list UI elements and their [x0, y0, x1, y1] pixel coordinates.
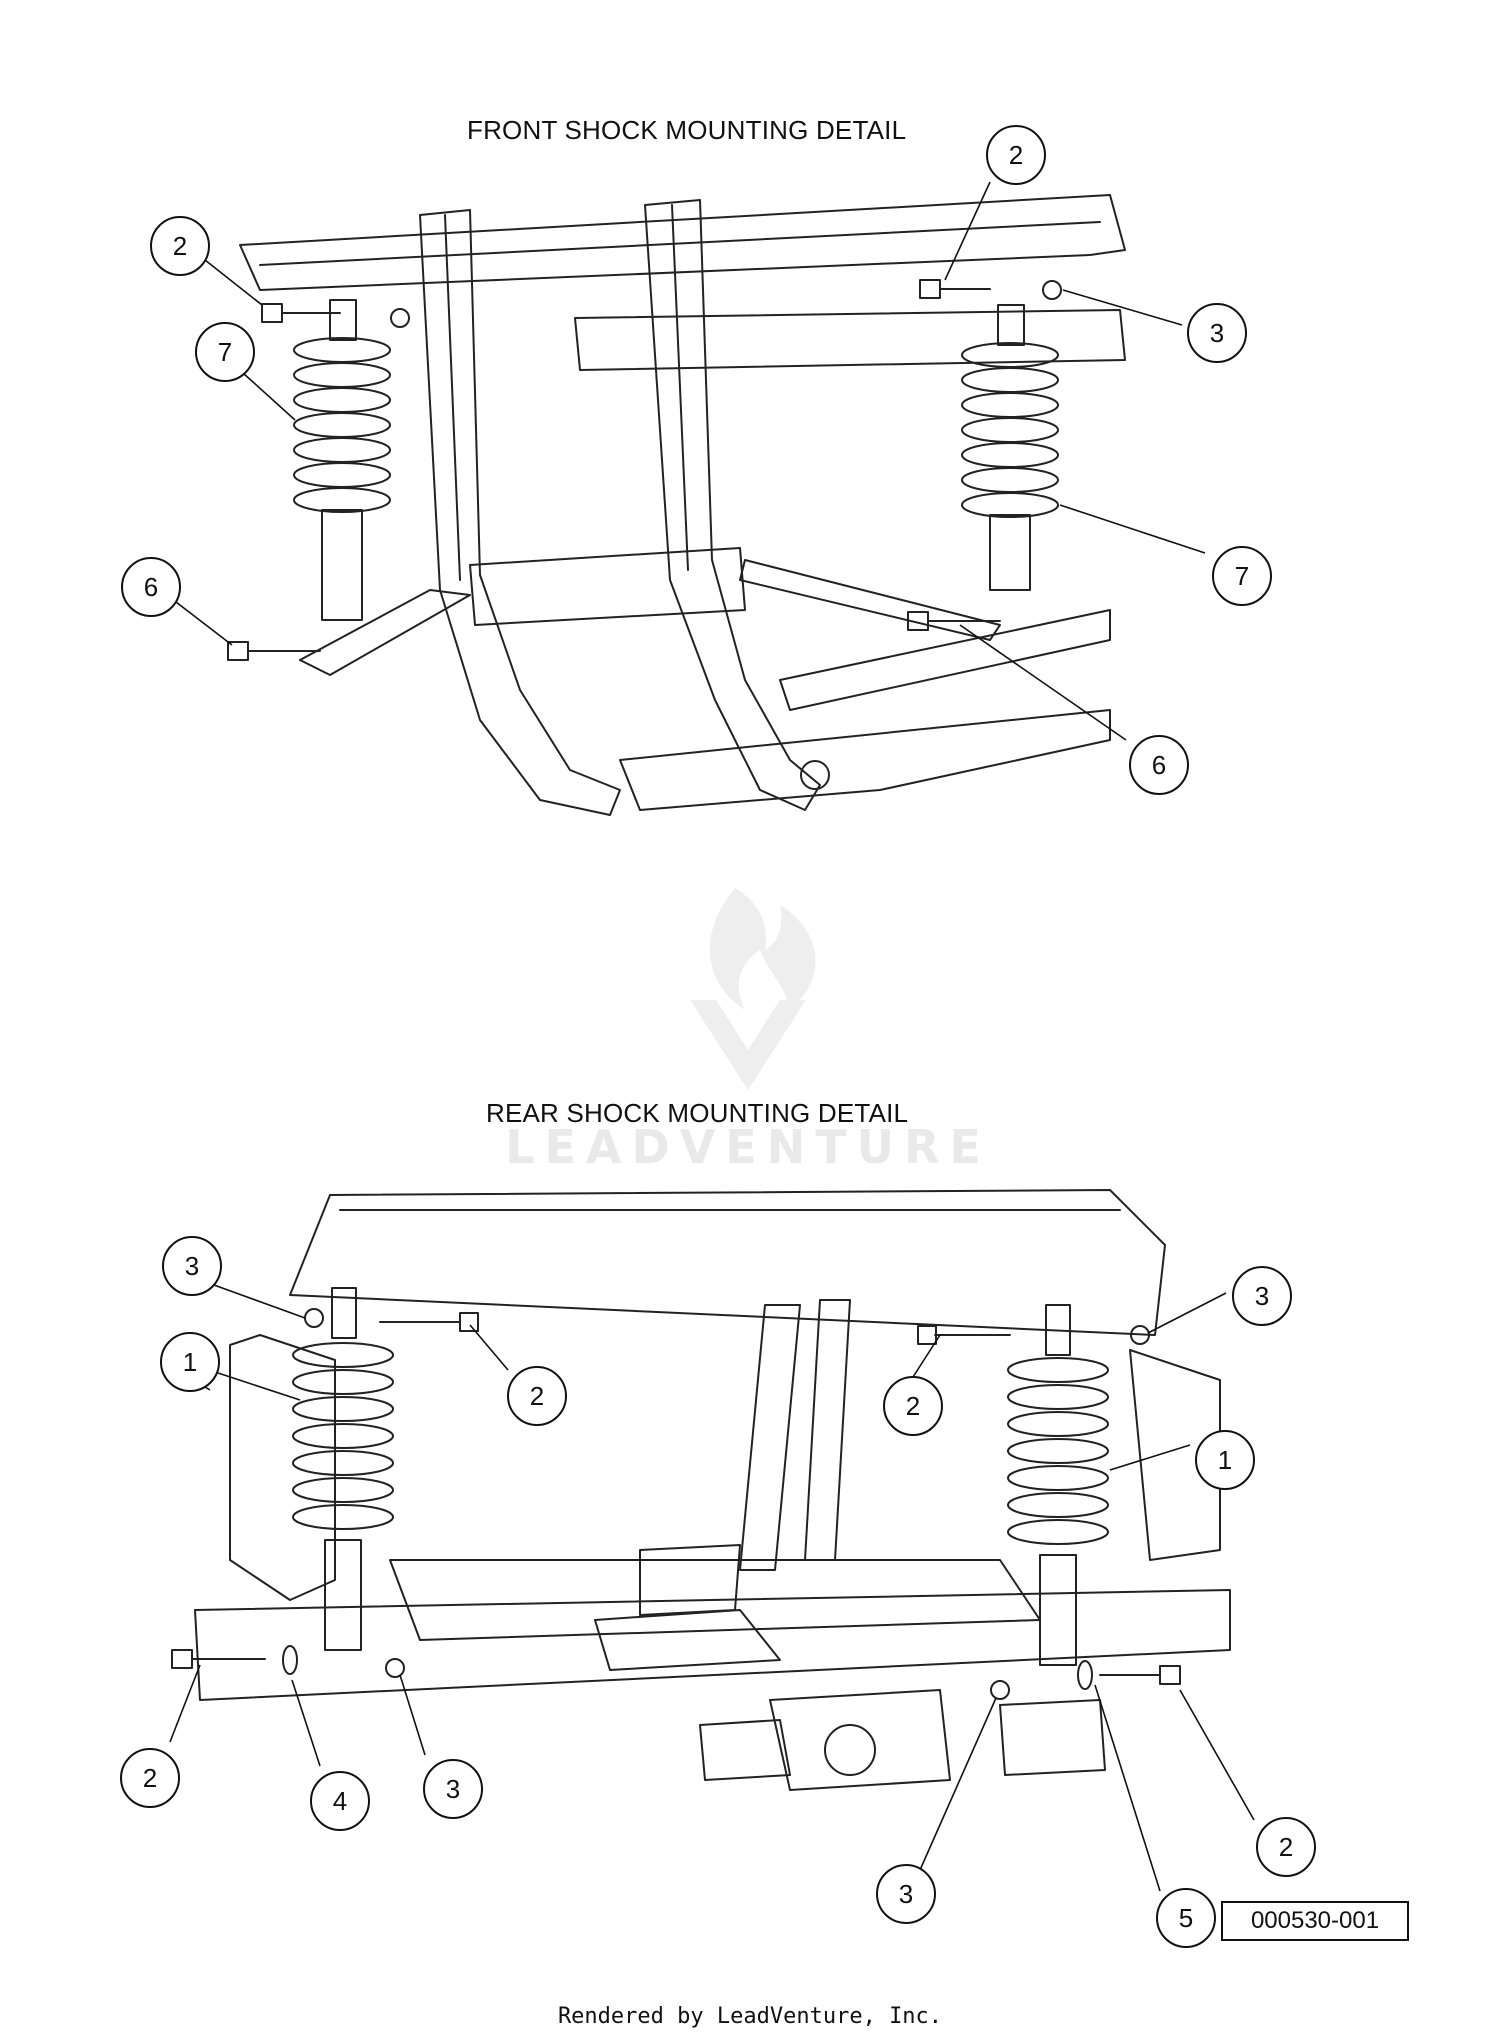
callout-front-7-right: 7	[1212, 546, 1272, 606]
callout-front-7-left: 7	[195, 322, 255, 382]
callout-rear-2-upper-left: 2	[507, 1366, 567, 1426]
part-number-label: 000530-001	[1221, 1901, 1409, 1941]
callout-rear-2-lower-right: 2	[1256, 1817, 1316, 1877]
callout-rear-3-top-left: 3	[162, 1236, 222, 1296]
watermark-text: LEADVENTURE	[505, 1120, 991, 1174]
callout-rear-4: 4	[310, 1771, 370, 1831]
rear-diagram-title: REAR SHOCK MOUNTING DETAIL	[486, 1098, 909, 1128]
footer-credit: Rendered by LeadVenture, Inc.	[557, 2004, 943, 2029]
callout-rear-5: 5	[1156, 1888, 1216, 1948]
callout-rear-2-upper-right: 2	[883, 1376, 943, 1436]
callout-front-6-left: 6	[121, 557, 181, 617]
rear-shock-assembly	[171, 1189, 1231, 1791]
callout-front-3: 3	[1187, 303, 1247, 363]
leader-lines	[169, 181, 1255, 1892]
callout-rear-1-right: 1	[1195, 1430, 1255, 1490]
callout-rear-2-lower-left: 2	[120, 1748, 180, 1808]
front-shock-assembly	[227, 194, 1126, 816]
callout-rear-1-left: 1	[160, 1332, 220, 1392]
callout-rear-3-lower-center: 3	[876, 1864, 936, 1924]
callout-front-2-left: 2	[150, 216, 210, 276]
callout-front-6-right: 6	[1129, 735, 1189, 795]
front-diagram-title: FRONT SHOCK MOUNTING DETAIL	[467, 115, 907, 145]
callout-front-2-right: 2	[986, 125, 1046, 185]
callout-rear-3-lower-left: 3	[423, 1759, 483, 1819]
leadventure-logo-watermark	[690, 888, 816, 1090]
callout-rear-3-top-right: 3	[1232, 1266, 1292, 1326]
